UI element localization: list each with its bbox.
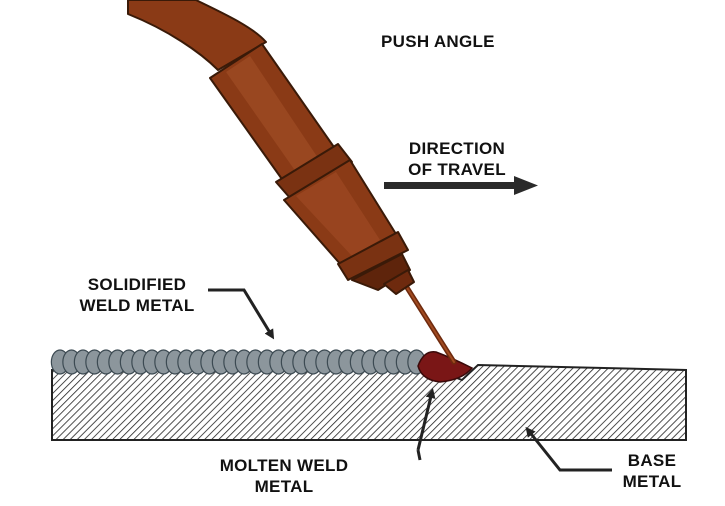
- label-direction-of-travel: DIRECTION OF TRAVEL: [392, 138, 522, 180]
- callout-arrow-molten: [416, 388, 436, 451]
- base-metal-plate: [51, 363, 687, 441]
- label-molten-line1: MOLTEN WELD: [219, 456, 349, 475]
- arrow-right-icon: [384, 176, 538, 195]
- label-base-metal: BASE METAL: [612, 450, 692, 492]
- label-direction-line1: DIRECTION: [408, 139, 506, 158]
- callout-arrow-base: [525, 426, 612, 472]
- label-push-angle: PUSH ANGLE: [381, 32, 495, 51]
- label-base-line1: BASE: [627, 451, 677, 470]
- callout-arrow-solidified: [208, 288, 275, 340]
- label-direction-line2: OF TRAVEL: [408, 160, 506, 179]
- label-base-line2: METAL: [622, 472, 682, 491]
- label-molten-weld-metal: MOLTEN WELD METAL: [204, 455, 364, 497]
- welding-torch-icon: [127, 0, 415, 295]
- molten-weld-pool: [417, 351, 474, 383]
- solidified-weld-bead: [50, 349, 426, 375]
- label-molten-line2: METAL: [254, 477, 314, 496]
- label-solidified-line2: WELD METAL: [79, 296, 195, 315]
- label-solidified-weld-metal: SOLIDIFIED WELD METAL: [62, 274, 212, 316]
- label-solidified-line1: SOLIDIFIED: [87, 275, 187, 294]
